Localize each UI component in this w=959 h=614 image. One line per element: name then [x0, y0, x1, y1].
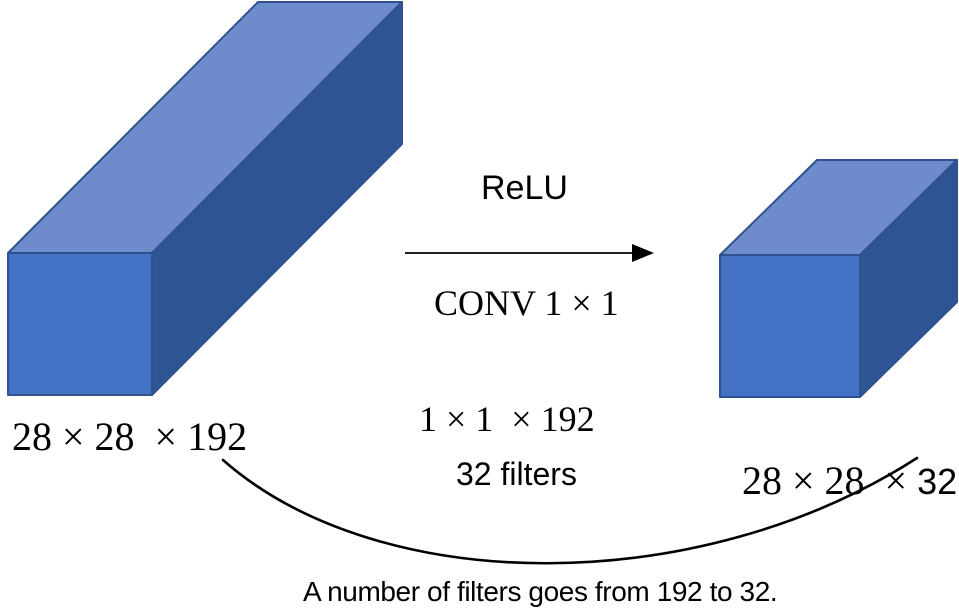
annotation-curve — [221, 456, 919, 565]
conv-arrow — [405, 244, 654, 262]
output-box-front-face — [719, 254, 861, 398]
caption-text: A number of filters goes from 192 to 32. — [303, 576, 778, 607]
output-dims-prefix: 28 × 28 × — [742, 458, 918, 503]
output-dims-label: 28 × 28 × 32 — [702, 415, 957, 547]
filter-count-label: 32 filters — [456, 456, 577, 492]
input-volume-box — [7, 1, 403, 396]
conv-arrowhead-icon — [632, 244, 654, 262]
input-dims-label: 28 × 28 × 192 — [12, 414, 248, 459]
relu-label: ReLU — [481, 169, 568, 207]
output-dims-value: 32 — [917, 461, 958, 502]
filter-dims-label: 1 × 1 × 192 — [419, 399, 595, 439]
conv-operation-label: CONV 1 × 1 — [434, 283, 619, 323]
output-volume-box — [719, 159, 958, 398]
input-box-front-face — [7, 252, 153, 396]
